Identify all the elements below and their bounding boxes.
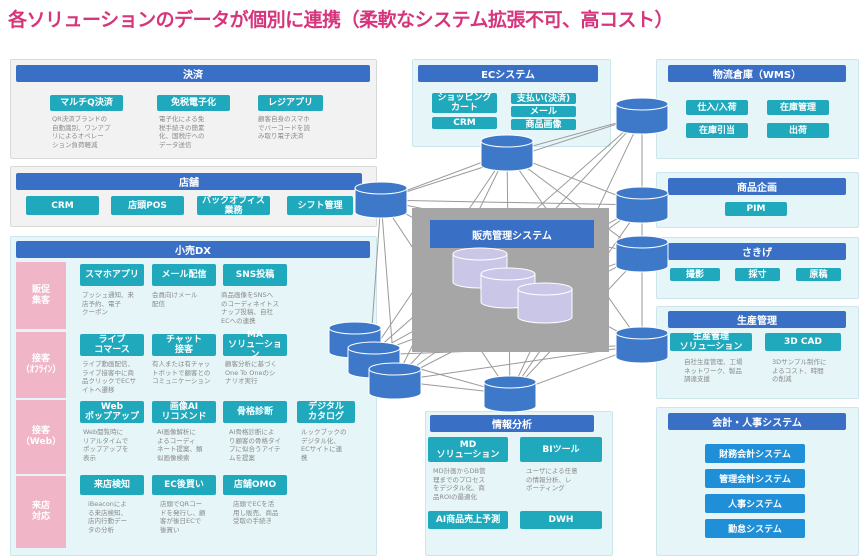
kouri-item-popup[interactable]: Web ポップアップ (80, 401, 144, 423)
ec-item-image[interactable]: 商品画像 (511, 119, 576, 130)
kouri-row-label-hansoku: 販促 集客 (16, 262, 66, 329)
kouri-item-catalog[interactable]: デジタル カタログ (297, 401, 355, 423)
db-wms-icon (615, 97, 669, 135)
kouri-header: 小売DX (16, 241, 370, 258)
kaikei-item-zaimu[interactable]: 財務会計システム (705, 444, 805, 463)
page-title: 各ソリューションのデータが個別に連携（柔軟なシステム拡張不可、高コスト） (8, 9, 674, 31)
tenpo-item-backoffice[interactable]: バックオフィス 業務 (197, 196, 270, 216)
kouri-desc-raiten: iBeaconによ る来店検知、 店内行動デー タの分析 (88, 500, 127, 534)
kaikei-header: 会計・人事システム (668, 413, 846, 430)
ec-item-payment[interactable]: 支払い(決済) (511, 93, 576, 104)
sasage-item-genkou[interactable]: 原稿 (796, 268, 841, 281)
joho-item-md[interactable]: MD ソリューション (428, 437, 508, 462)
kouri-item-kokkaku[interactable]: 骨格診断 (223, 401, 287, 423)
tenpo-item-pos[interactable]: 店頭POS (111, 196, 184, 215)
kouri-desc-mail: 会員向けメール 配信 (152, 291, 198, 308)
kouri-desc-kokkaku: AI骨格診断によ り顧客の骨格タイ プに似合うアイテ ムを提案 (229, 428, 281, 462)
seisan-header: 生産管理 (668, 311, 846, 328)
shohin-item-pim[interactable]: PIM (725, 202, 787, 216)
kessai-item-menzei[interactable]: 免税電子化 (157, 95, 230, 111)
kessai-item-regi[interactable]: レジアプリ (258, 95, 323, 111)
kouri-row-label-raiten: 来店 対応 (16, 476, 66, 548)
tenpo-item-crm[interactable]: CRM (26, 196, 99, 215)
sasage-header: さきげ (668, 243, 846, 260)
seisan-desc-3dcad: 3Dサンプル制作に よるコスト、時間 の削減 (772, 358, 827, 383)
connection-line (380, 199, 643, 206)
ec-item-mail[interactable]: メール (511, 106, 576, 117)
kouri-panel (10, 236, 377, 556)
joho-item-bi[interactable]: BIツール (520, 437, 602, 462)
seisan-item-solution[interactable]: 生産管理 ソリューション (670, 332, 752, 352)
joho-desc-bi: ユーザによる任意 の情報分析、レ ポーティング (526, 467, 578, 492)
kaikei-item-kanri[interactable]: 管理会計システム (705, 469, 805, 488)
joho-header: 情報分析 (430, 415, 594, 432)
kouri-item-chat[interactable]: チャット 接客 (152, 334, 216, 356)
joho-item-ai[interactable]: AI商品売上予測 (428, 511, 508, 529)
joho-item-dwh[interactable]: DWH (520, 511, 602, 529)
db-shohin-icon (615, 186, 669, 224)
shohin-header: 商品企画 (668, 178, 846, 195)
tenpo-item-shift[interactable]: シフト管理 (287, 196, 353, 215)
kouri-item-imageai[interactable]: 画像AI リコメンド (152, 401, 216, 423)
db-seisan-icon (615, 326, 669, 364)
kouri-item-live[interactable]: ライブ コマース (80, 334, 144, 356)
db-core-3-icon (517, 282, 573, 324)
kouri-desc-imageai: AI画像解析に よるコーディ ネート提案、類 似画像検索 (157, 428, 203, 462)
ec-item-crm[interactable]: CRM (432, 117, 497, 129)
sasage-item-saisun[interactable]: 採寸 (735, 268, 780, 281)
hanbai-header: 販売管理システム (430, 220, 594, 248)
kouri-desc-popup: Web閲覧時に リアルタイムで ポップアップを 表示 (83, 428, 129, 462)
kouri-item-ecatogai[interactable]: EC後買い (152, 475, 216, 495)
seisan-desc-solution: 自社生産管理、工場 ネットワーク、製品 調達支援 (684, 358, 743, 383)
ec-item-cart[interactable]: ショッピング カート (432, 93, 497, 113)
kessai-desc-menzei: 電子化による免 税手続きの簡素 化、国税庁への データ送信 (159, 115, 205, 149)
joho-panel (425, 411, 613, 556)
db-joho-icon (483, 375, 537, 413)
db-sasage-icon (615, 235, 669, 273)
tenpo-header: 店舗 (16, 173, 362, 190)
kouri-desc-omo: 店頭でECを活 用し販売、商品 受取の手続き (233, 500, 279, 525)
seisan-item-3dcad[interactable]: 3D CAD (765, 333, 841, 351)
kouri-desc-live: ライブ動画配信、 ライブ接客中に商 品クリックでECサ イトへ遷移 (82, 360, 137, 394)
kessai-desc-regi: 顧客自身のスマホ でバーコードを読 み取り電子決済 (258, 115, 310, 140)
wms-header: 物流倉庫（WMS） (668, 65, 846, 82)
kessai-desc-multiq: QR決済ブランドの 自動識別、ワンアプ リによるオペレー ション負荷軽減 (52, 115, 111, 149)
kouri-desc-chat: 有人または有チャッ トボットで顧客との コミュニケーション (152, 360, 211, 385)
kouri-desc-ma: 顧客分析に基づく One To Oneのシ ナリオ実行 (225, 360, 277, 385)
kessai-item-multiq[interactable]: マルチQ決済 (50, 95, 123, 111)
kouri-item-ma[interactable]: MA ソリューション (223, 330, 287, 360)
kouri-row-label-web: 接客 （Web） (16, 400, 66, 474)
kouri-item-sns[interactable]: SNS投稿 (223, 264, 287, 286)
kaikei-item-kintai[interactable]: 勤怠システム (705, 519, 805, 538)
kouri-desc-catalog: ルックブックの デジタル化、 ECサイトに連 携 (301, 428, 347, 462)
kouri-item-omo[interactable]: 店舗OMO (223, 475, 287, 495)
kouri-item-mail[interactable]: メール配信 (152, 264, 216, 286)
db-tenpo-icon (354, 181, 408, 219)
kessai-header: 決済 (16, 65, 370, 82)
kouri-item-raiten[interactable]: 来店検知 (80, 475, 144, 495)
wms-item-shukka[interactable]: 出荷 (767, 123, 829, 138)
kouri-row-label-offline: 接客 （ｵﾌﾗｲﾝ） (16, 332, 66, 398)
kouri-desc-ecatogai: 店頭でQRコー ドを発行し、顧 客が後日ECで 後買い (160, 500, 206, 534)
sasage-item-satsuei[interactable]: 撮影 (670, 268, 720, 281)
kouri-item-app[interactable]: スマホアプリ (80, 264, 144, 286)
wms-item-hikiate[interactable]: 在庫引当 (686, 123, 748, 138)
wms-item-zaiko[interactable]: 在庫管理 (767, 100, 829, 115)
db-ec-icon (480, 134, 534, 172)
db-kouri-3-icon (368, 362, 422, 400)
ec-header: ECシステム (418, 65, 598, 82)
kaikei-item-jinji[interactable]: 人事システム (705, 494, 805, 513)
kouri-desc-app: プッシュ通知、来 店予約、電子 クーポン (82, 291, 134, 316)
kouri-desc-sns: 商品画像をSNSへ のコーディネイトス ナップ投稿、自社 ECへの連携 (221, 291, 280, 325)
wms-item-shiire[interactable]: 仕入/入荷 (686, 100, 748, 115)
joho-desc-md: MD計画からDB管 理までのプロセス をデジタル化、商 品ROIの最適化 (433, 467, 486, 501)
